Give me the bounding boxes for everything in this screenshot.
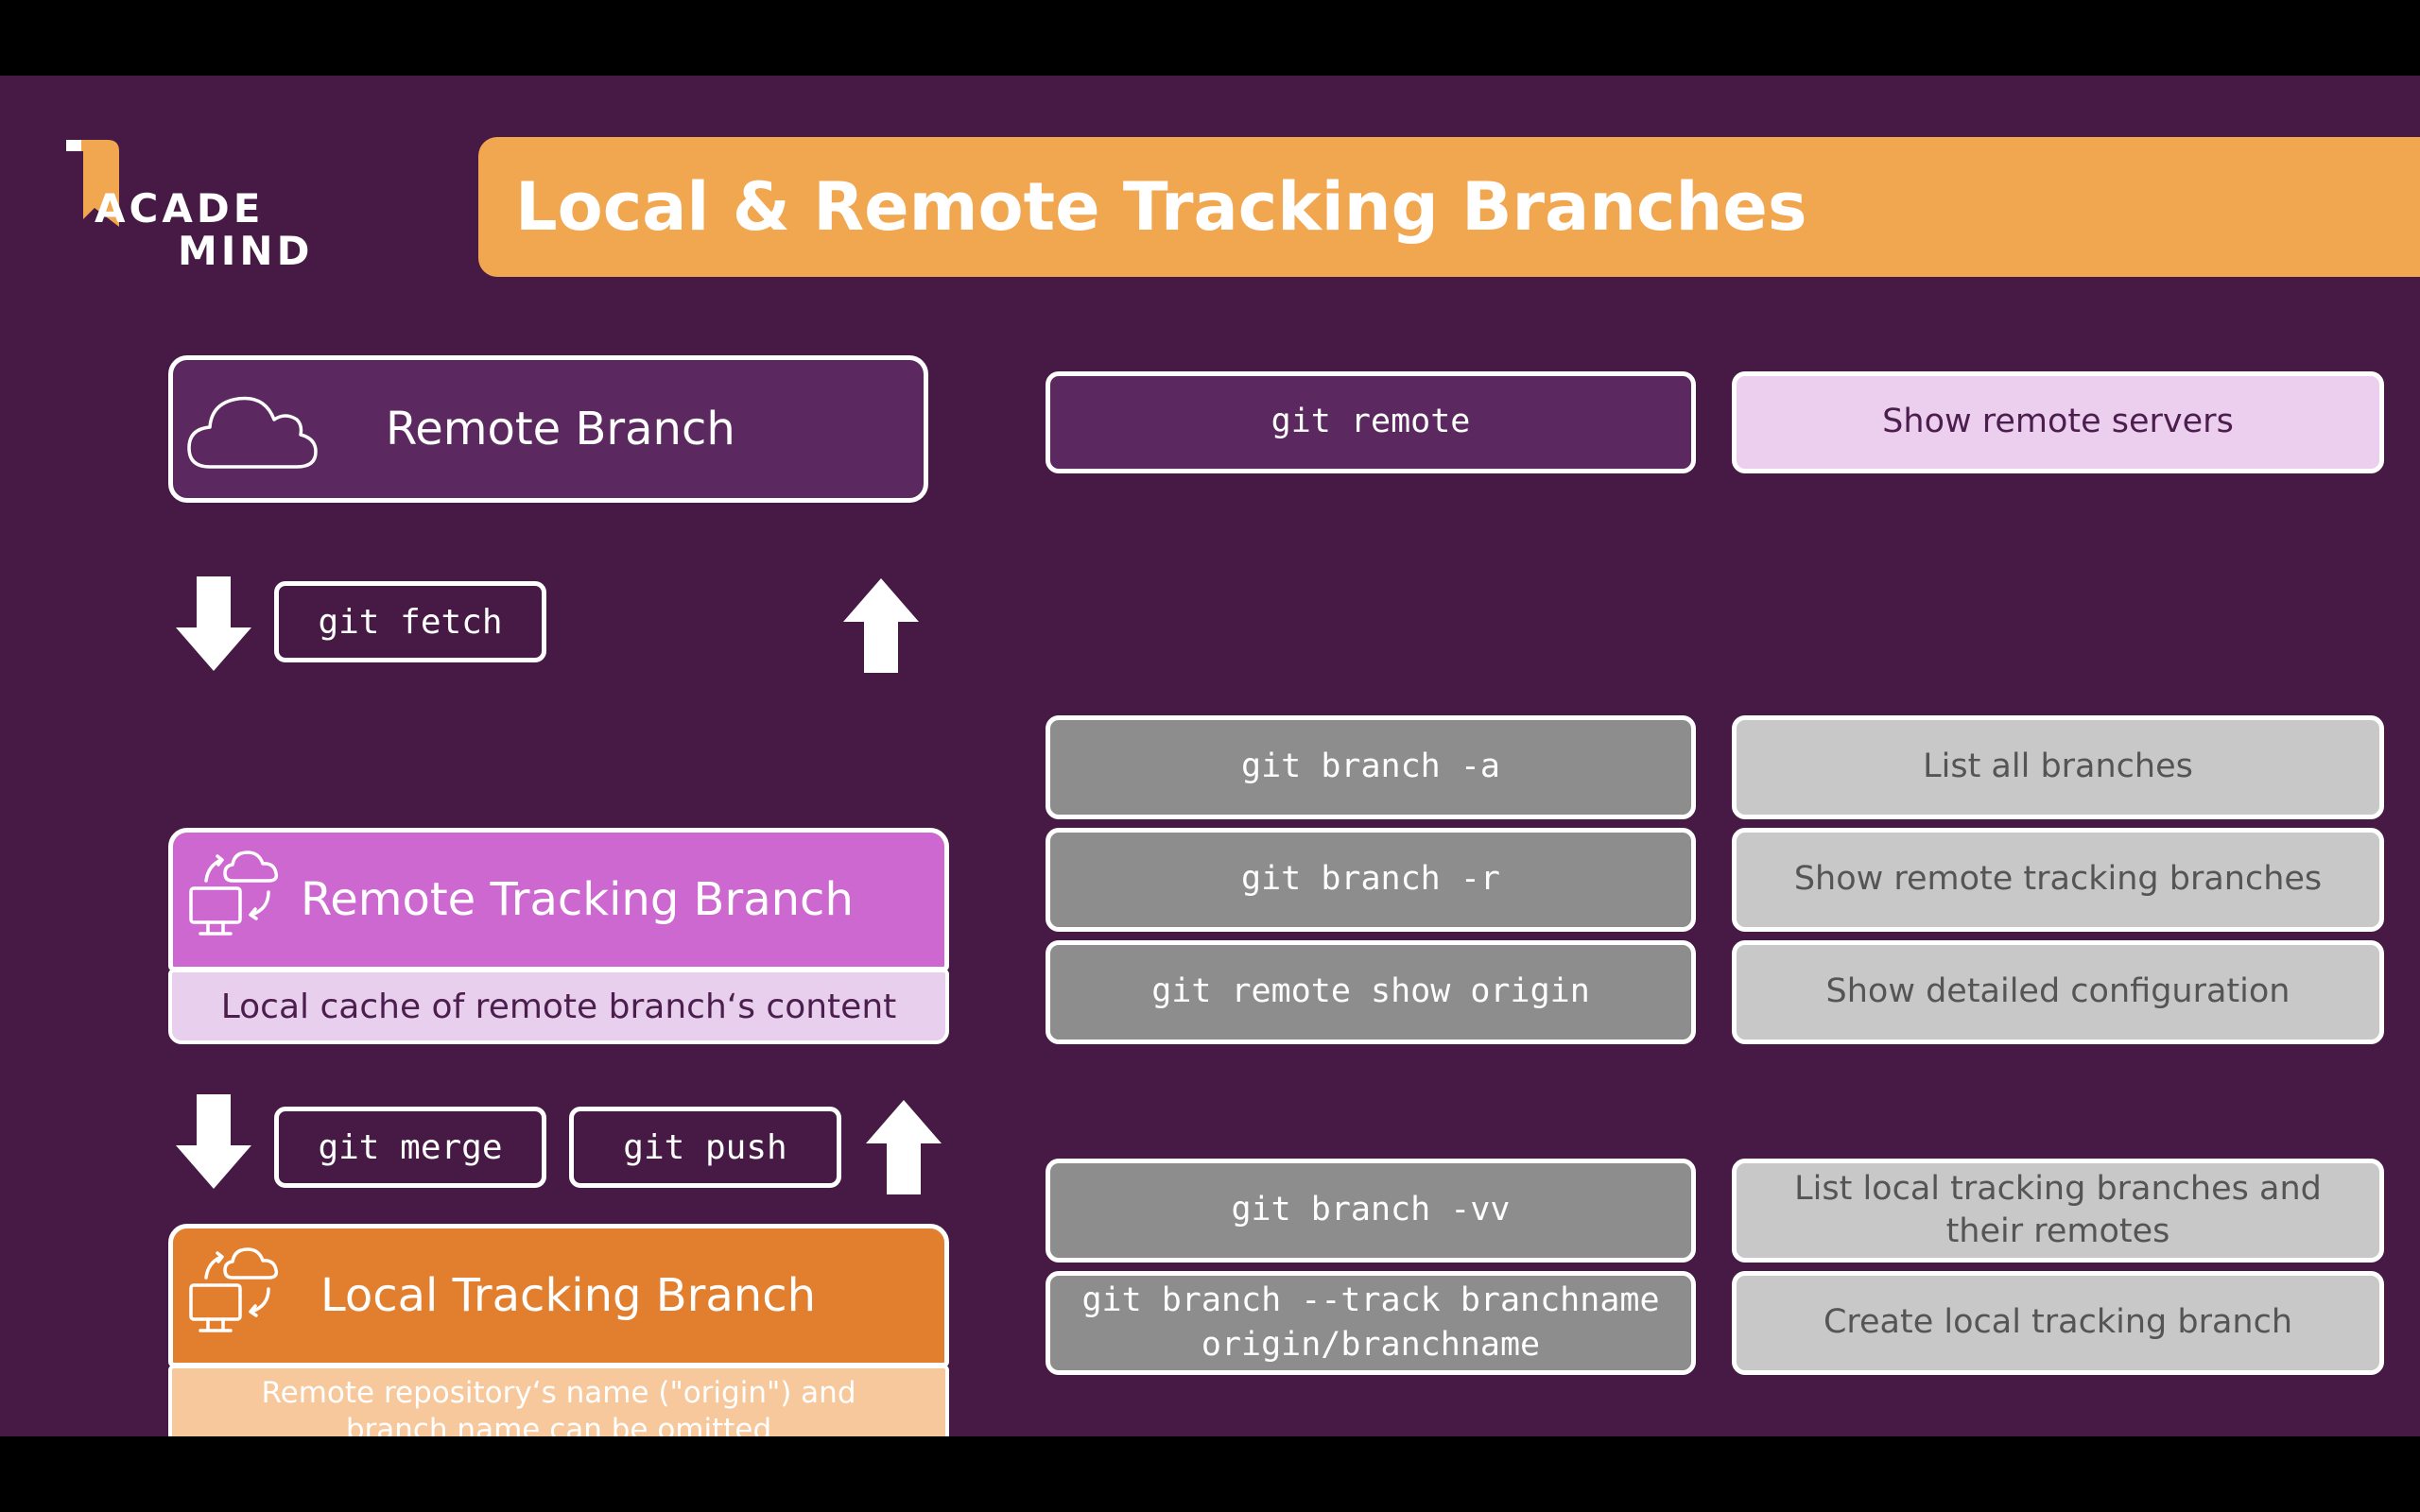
remote-tracking-branch-label: Remote Tracking Branch bbox=[301, 873, 854, 926]
remote-branch-label: Remote Branch bbox=[386, 403, 735, 455]
remote-tracking-branch-note: Local cache of remote branch‘s content bbox=[168, 969, 949, 1044]
arrow-up-icon bbox=[843, 578, 919, 673]
title-banner bbox=[478, 137, 2420, 277]
command-git-branch-track: git branch --track branchname origin/bra… bbox=[1046, 1271, 1696, 1375]
command-git-remote: git remote bbox=[1046, 371, 1696, 473]
command-git-branch-r: git branch -r bbox=[1046, 828, 1696, 932]
description-git-branch-a: List all branches bbox=[1732, 715, 2384, 819]
remote-branch-box bbox=[168, 355, 928, 503]
computer-cloud-sync-icon bbox=[189, 1247, 279, 1332]
logo-bookmark-icon bbox=[66, 140, 119, 227]
arrow-down-icon bbox=[176, 1094, 251, 1189]
arrow-down-icon bbox=[176, 576, 251, 671]
description-git-branch-r: Show remote tracking branches bbox=[1732, 828, 2384, 932]
cloud-icon bbox=[187, 396, 318, 469]
local-tracking-branch-note: Remote repository‘s name ("origin") and … bbox=[168, 1365, 949, 1436]
description-git-remote: Show remote servers bbox=[1732, 371, 2384, 473]
git-merge-command: git merge bbox=[274, 1107, 546, 1188]
logo-text-bottom: MIND bbox=[178, 228, 314, 274]
description-git-branch-vv: List local tracking branches and their r… bbox=[1732, 1159, 2384, 1263]
computer-cloud-sync-icon bbox=[189, 850, 279, 936]
description-git-branch-track: Create local tracking branch bbox=[1732, 1271, 2384, 1375]
arrow-up-icon bbox=[866, 1100, 942, 1194]
git-push-command: git push bbox=[569, 1107, 841, 1188]
logo-text-top: ACADE bbox=[95, 185, 265, 232]
description-git-remote-show-origin: Show detailed configuration bbox=[1732, 940, 2384, 1044]
command-git-branch-a: git branch -a bbox=[1046, 715, 1696, 819]
local-tracking-branch-label: Local Tracking Branch bbox=[320, 1269, 817, 1322]
slide: ACADE MIND Local & Remote Tracking Branc… bbox=[0, 76, 2420, 1436]
page-title: Local & Remote Tracking Branches bbox=[515, 168, 1807, 246]
git-fetch-command: git fetch bbox=[274, 581, 546, 662]
command-git-branch-vv: git branch -vv bbox=[1046, 1159, 1696, 1263]
command-git-remote-show-origin: git remote show origin bbox=[1046, 940, 1696, 1044]
